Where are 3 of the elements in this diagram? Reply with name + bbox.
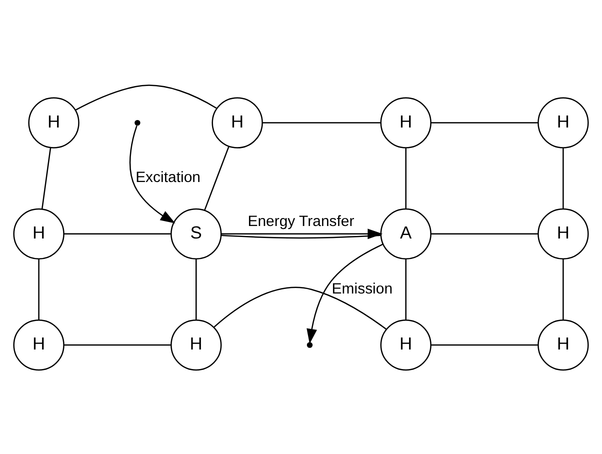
edge-label: Emission <box>332 280 393 297</box>
edge-label: Energy Transfer <box>248 212 354 230</box>
edge-label: Excitation <box>136 168 200 186</box>
